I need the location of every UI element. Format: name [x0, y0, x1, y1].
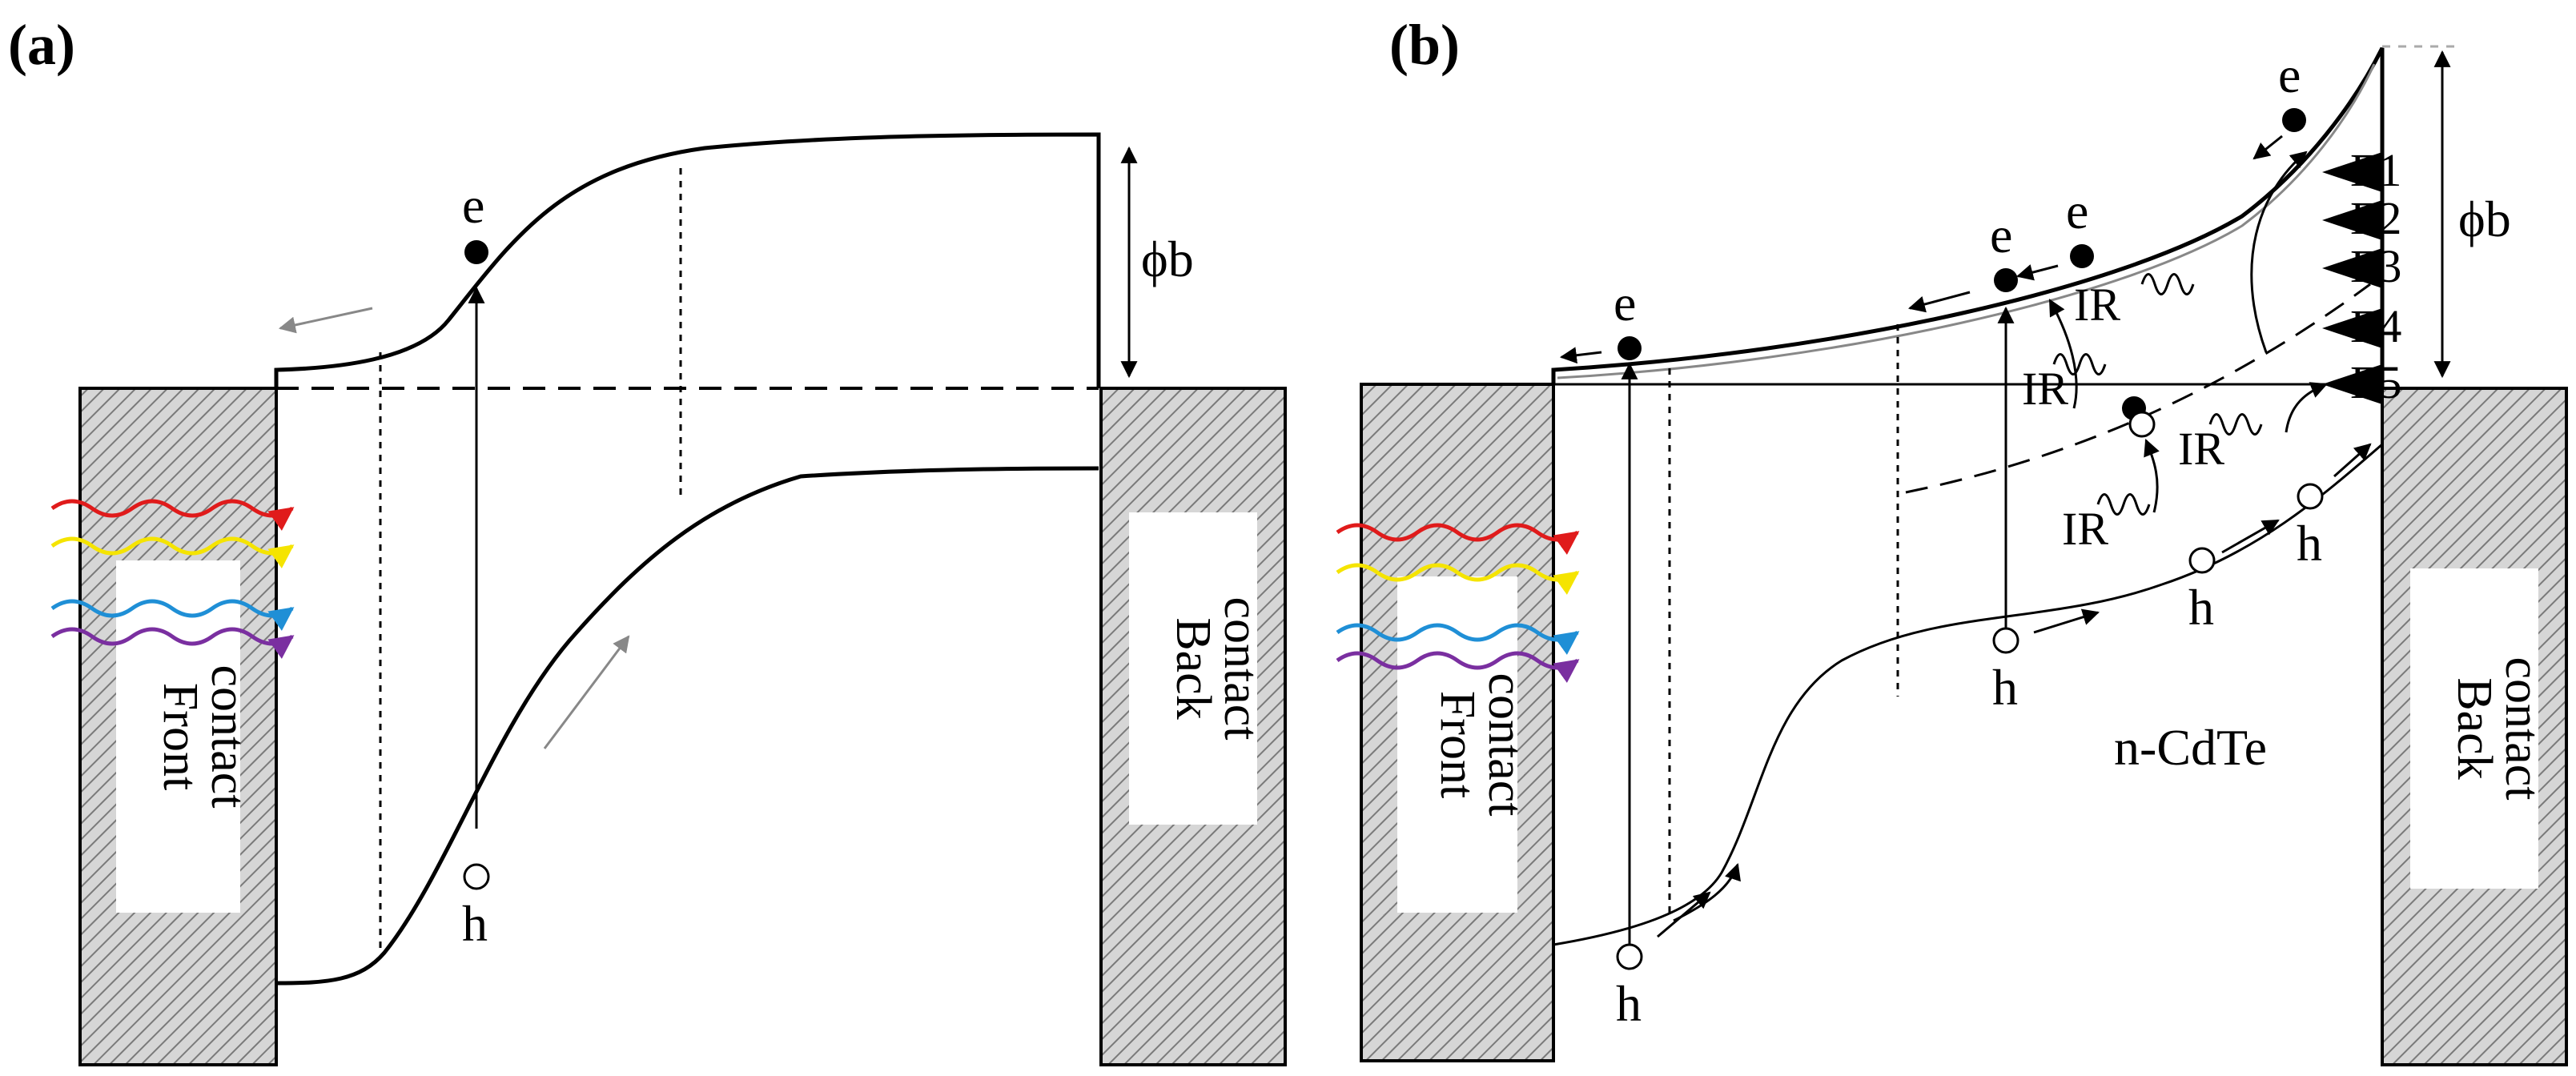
hole-drift-b2 — [2033, 608, 2100, 634]
front-contact-b: Front contact — [1360, 383, 1555, 1062]
ir-label-b1: IR — [2074, 279, 2120, 331]
electron-drift-b3 — [2015, 264, 2059, 281]
back-contact-a: Back contact — [1099, 387, 1287, 1066]
front-contact-a: Front contact — [78, 387, 278, 1066]
ir-wave-b1 — [2140, 273, 2195, 295]
light-ray-yellow-b — [1336, 563, 1580, 595]
hole-label-b3: h — [2188, 579, 2214, 636]
ir-arrow-b2 — [2144, 439, 2160, 513]
conduction-band-b-shadow — [1557, 63, 2376, 379]
electron-b1 — [1618, 336, 1642, 360]
front-contact-a-line2: contact — [201, 664, 255, 808]
front-contact-b-line2: contact — [1478, 672, 1533, 816]
hole-label-b1: h — [1616, 975, 1642, 1032]
light-ray-blue-a — [50, 599, 295, 631]
electron-label-b4: e — [2278, 46, 2301, 103]
back-contact-a-line2: contact — [1214, 596, 1268, 740]
hole-b4 — [2297, 483, 2324, 510]
hole-drift-b3 — [2221, 519, 2280, 554]
electron-a — [464, 240, 488, 264]
material-label-b: n-CdTe — [2114, 719, 2267, 776]
trap-level-b — [1905, 283, 2371, 494]
electron-drift-b4 — [2252, 134, 2283, 160]
panel-b-label: (b) — [1389, 13, 1460, 77]
defect-triangle-e1 — [2322, 152, 2382, 192]
panel-a: (a) Front contact Back contact e h — [8, 13, 1287, 1066]
valence-band-a — [275, 466, 1099, 986]
light-ray-yellow-a — [50, 536, 295, 568]
barrier-label-b: ϕb — [2458, 191, 2511, 247]
electron-label-b1: e — [1614, 275, 1636, 331]
defect-label-e5: E5 — [2350, 356, 2401, 408]
ir-label-b2: IR — [2022, 363, 2068, 415]
barrier-label-a: ϕb — [1141, 231, 1194, 287]
electron-b4 — [2282, 108, 2306, 132]
electron-label-a: e — [462, 177, 484, 234]
back-contact-a-line1: Back — [1166, 617, 1220, 719]
light-ray-red-a — [50, 499, 295, 531]
hole-label-b2: h — [1992, 659, 2018, 716]
hole-label-b4: h — [2297, 515, 2322, 572]
front-contact-b-line1: Front — [1430, 691, 1485, 798]
defect-label-e4: E4 — [2350, 300, 2401, 352]
incident-light-a — [50, 499, 295, 659]
hole-label-a: h — [462, 895, 488, 952]
defect-levels: E1 E2 E3 E4 E5 — [2322, 144, 2401, 408]
defect-triangle-e2 — [2322, 200, 2382, 240]
valence-band-b — [1553, 443, 2383, 946]
ir-wave-b4 — [2208, 413, 2263, 436]
ir-arrow-b3 — [2285, 382, 2328, 433]
light-ray-purple-a — [50, 627, 295, 659]
electron-b2 — [1994, 268, 2018, 292]
electron-label-b2: e — [1990, 207, 2012, 263]
panel-a-label: (a) — [8, 13, 75, 77]
electron-drift-b1 — [1559, 347, 1602, 364]
hole-b3 — [2188, 547, 2216, 574]
incident-light-b — [1336, 523, 1580, 683]
ir-wave-b3 — [2096, 493, 2151, 516]
back-contact-b: Back contact — [2381, 387, 2568, 1066]
back-contact-b-line1: Back — [2447, 677, 2502, 779]
light-ray-purple-b — [1336, 651, 1580, 683]
trapped-hole-b — [2128, 411, 2156, 438]
defect-triangle-e5 — [2322, 364, 2382, 404]
back-contact-b-line2: contact — [2495, 656, 2550, 800]
front-contact-a-line1: Front — [153, 683, 207, 790]
hole-b2 — [1992, 627, 2019, 654]
defect-triangle-e3 — [2322, 248, 2382, 288]
conduction-band-b — [1551, 46, 2385, 388]
electron-drift-arrow-a — [278, 307, 373, 334]
electron-drift-b2 — [1907, 291, 1971, 313]
panel-b: (b) Front contact Back contact e — [1336, 13, 2568, 1066]
ir-label-b4: IR — [2178, 423, 2224, 475]
defect-triangle-e4 — [2322, 308, 2382, 348]
ir-wave-b2 — [2052, 353, 2107, 375]
ir-arrow-b1 — [2048, 299, 2078, 409]
hole-a — [463, 863, 490, 890]
hole-drift-b4 — [2333, 443, 2372, 478]
hole-drift-arrow-a — [543, 635, 630, 749]
electron-b3 — [2070, 244, 2094, 268]
ir-label-b3: IR — [2062, 503, 2108, 555]
electron-label-b3: e — [2066, 183, 2088, 239]
hole-drift-b1-curve — [1673, 863, 1741, 922]
light-ray-red-b — [1336, 523, 1580, 555]
light-ray-blue-b — [1336, 623, 1580, 655]
conduction-band-a — [274, 132, 1101, 388]
hole-b1 — [1616, 943, 1643, 970]
defect-label-e2: E2 — [2350, 192, 2401, 244]
defect-label-e3: E3 — [2350, 240, 2401, 292]
defect-label-e1: E1 — [2350, 144, 2401, 196]
ir-arrow-b4 — [2250, 151, 2308, 353]
